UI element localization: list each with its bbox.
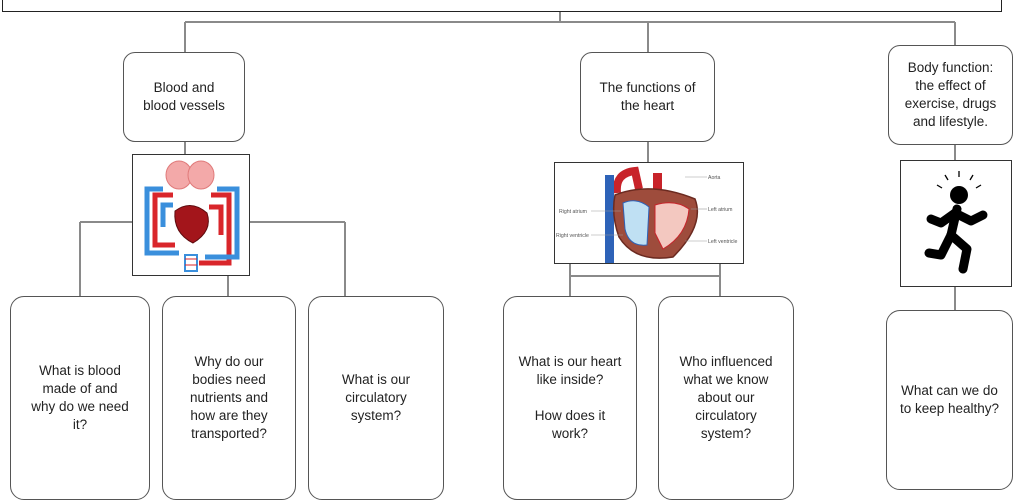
question-card-blood-composition: What is blood made of and why do we need… (10, 296, 150, 500)
question-text: What is blood made of and why do we need… (31, 363, 129, 432)
branch-title-body-function: Body function: the effect of exercise, d… (888, 45, 1013, 145)
label-left-atrium: Left atrium (708, 207, 733, 213)
question-text: What can we do to keep healthy? (899, 383, 1000, 416)
question-text: What is our circulatory system? (341, 372, 411, 423)
question-card-nutrients: Why do our bodies need nutrients and how… (162, 296, 296, 500)
heart-anatomy-image: Aorta Right atrium Left atrium Right ven… (554, 162, 744, 264)
label-right-ventricle: Right ventricle (556, 233, 589, 239)
running-person-image (900, 160, 1012, 287)
label-aorta: Aorta (708, 175, 721, 181)
circulatory-system-diagram-icon (144, 160, 240, 272)
heart-anatomy-diagram-icon: Aorta Right atrium Left atrium Right ven… (556, 166, 738, 263)
question-card-keep-healthy: What can we do to keep healthy? (886, 310, 1013, 490)
branch-title-body-function-label: Body function: the effect of exercise, d… (904, 60, 997, 129)
branch-title-blood-label: Blood and blood vessels (143, 80, 225, 113)
root-box-edge (2, 0, 1002, 12)
branch-title-heart: The functions of the heart (580, 52, 715, 142)
branch-title-heart-label: The functions of the heart (599, 80, 696, 113)
circulatory-system-image (132, 154, 250, 276)
label-left-ventricle: Left ventricle (708, 239, 738, 245)
label-right-atrium: Right atrium (559, 209, 587, 215)
question-card-influencers: Who influenced what we know about our ci… (658, 296, 794, 500)
question-card-circulatory-system: What is our circulatory system? (308, 296, 444, 500)
running-person-icon (924, 171, 988, 274)
question-text: Who influenced what we know about our ci… (679, 354, 773, 441)
question-card-heart-inside: What is our heart like inside? How does … (503, 296, 637, 500)
question-text: Why do our bodies need nutrients and how… (189, 354, 269, 441)
branch-title-blood: Blood and blood vessels (123, 52, 245, 142)
question-text: What is our heart like inside? How does … (518, 354, 622, 441)
